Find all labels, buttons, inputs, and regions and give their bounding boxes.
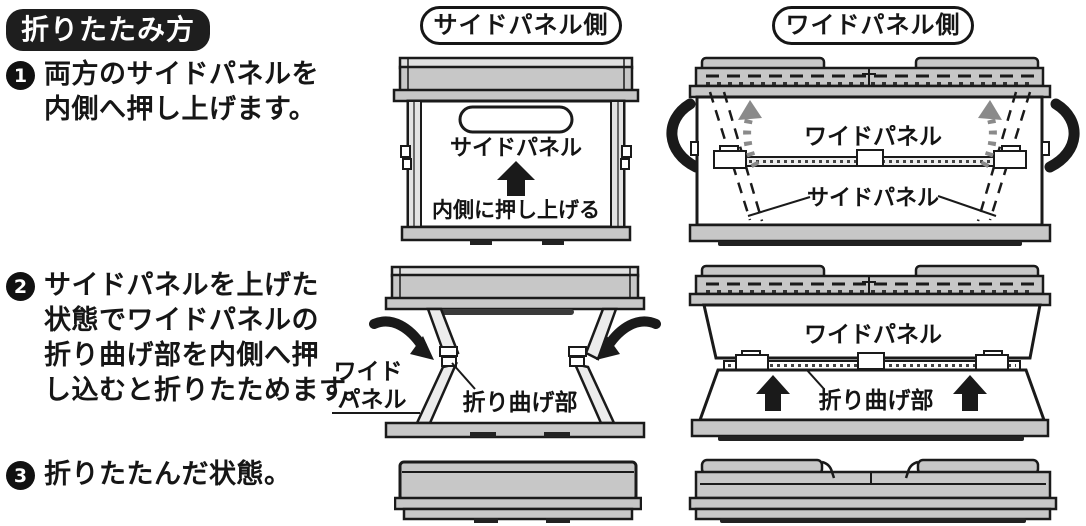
diagram-step3-wide-view	[688, 458, 1058, 523]
section-title-badge: 折りたたみ方	[6, 9, 211, 51]
pointer-line	[937, 195, 997, 217]
step-2-number-badge: 2	[6, 272, 35, 301]
container-lid	[688, 56, 1052, 99]
diagram-step2-side-view: ワイド パネル 折り曲げ部	[332, 265, 661, 439]
instruction-step-2: 2 サイドパネルを上げた 状態でワイドパネルの 折り曲げ部を内側へ押 し込むと折…	[6, 268, 371, 408]
handle-hole	[458, 105, 574, 134]
curved-arrow-left-icon	[369, 316, 434, 360]
diagram-step1-side-view: サイドパネル 内側に押し上げる	[392, 56, 640, 245]
curved-arrow-right-icon	[596, 316, 661, 360]
dotted-swing-arrow-right-icon	[978, 100, 1002, 168]
push-up-inward-label: 内側に押し上げる	[432, 198, 600, 222]
diagram-step1-wide-view: ワイドパネル サイドパネル	[666, 56, 1080, 246]
wide-panel-label: ワイドパネル	[804, 124, 942, 150]
fold-part-label: 折り曲げ部	[463, 389, 578, 416]
pointer-line	[451, 362, 476, 390]
container-base	[688, 223, 1052, 246]
diagram-step3-side-view	[394, 460, 642, 523]
wide-panel-label: ワイドパネル	[804, 322, 942, 348]
wide-panel-fold-line	[713, 145, 1027, 169]
fold-part-label: 折り曲げ部	[819, 387, 934, 414]
container-base	[384, 421, 646, 439]
step-3-text: 折りたたんだ状態。	[44, 459, 292, 490]
pointer-line	[747, 196, 811, 217]
instruction-step-1: 1 両方のサイドパネルを 内側へ押し上げます。	[6, 57, 319, 127]
up-arrow-left-icon	[756, 375, 790, 411]
instruction-step-3: 3 折りたたんだ状態。	[6, 457, 292, 492]
diagram-step2-wide-view: ワイドパネル 折り曲げ部	[688, 264, 1052, 441]
wide-panel-label-line1: ワイド	[334, 359, 403, 385]
wide-panel-label-line2: パネル	[338, 387, 407, 413]
container-base	[400, 225, 632, 245]
container-base	[690, 418, 1050, 441]
column-header-wide-panel: ワイドパネル側	[772, 6, 974, 45]
pointer-line	[805, 368, 825, 390]
side-panel-label: サイドパネル	[807, 186, 939, 211]
side-panel-label: サイドパネル	[450, 136, 582, 161]
wide-panel-upper-half	[702, 303, 1042, 360]
container-lid	[392, 56, 640, 103]
wide-panel-fold-line	[723, 350, 1021, 373]
up-arrow-icon	[497, 161, 535, 196]
column-header-side-panel: サイドパネル側	[420, 6, 622, 45]
dotted-swing-arrow-left-icon	[738, 100, 762, 168]
step-1-number-badge: 1	[6, 61, 35, 90]
section-title: 折りたたみ方	[21, 13, 196, 46]
hinge-detail	[439, 346, 587, 367]
container-lid	[384, 265, 646, 315]
step-1-text: 両方のサイドパネルを 内側へ押し上げます。	[44, 59, 319, 125]
step-2-text: サイドパネルを上げた 状態でワイドパネルの 折り曲げ部を内側へ押 し込むと折りた…	[44, 270, 372, 406]
container-lid	[688, 264, 1052, 307]
up-arrow-right-icon	[953, 375, 987, 411]
step-3-number-badge: 3	[6, 461, 35, 490]
